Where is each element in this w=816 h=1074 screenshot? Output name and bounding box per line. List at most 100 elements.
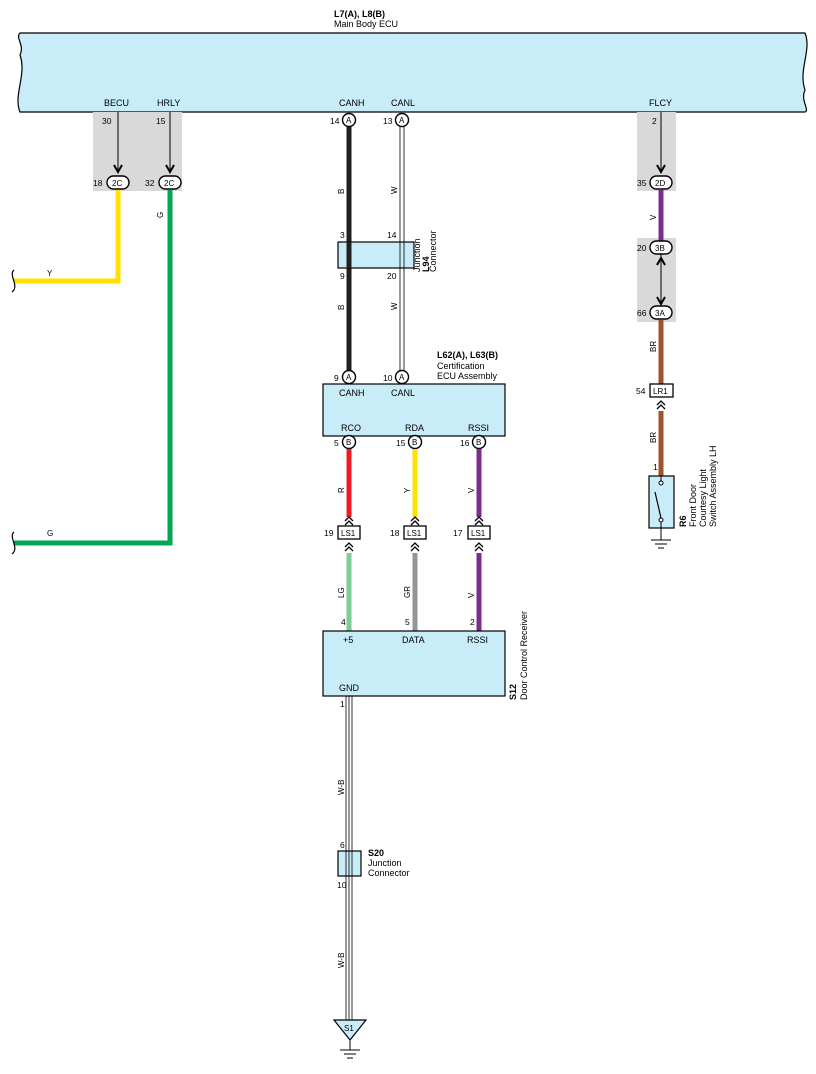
wire-y <box>14 190 121 284</box>
wire-label-v1: V <box>467 487 476 493</box>
recv-name: Door Control Receiver <box>519 611 529 700</box>
term-canl: CANL <box>391 98 415 108</box>
pin-flcy: 2 <box>652 116 657 126</box>
cert-name1: Certification <box>437 361 485 371</box>
ls1-connector-b: LS1 <box>403 525 427 540</box>
cert-name2: ECU Assembly <box>437 371 498 381</box>
recv-pin-rssi: 2 <box>470 617 475 627</box>
wire-label-r: R <box>337 487 346 493</box>
svg-text:2D: 2D <box>655 179 665 188</box>
connector-a-canh-top: A <box>341 112 357 128</box>
svg-text:2C: 2C <box>112 179 122 188</box>
connector-2d: 2D <box>649 175 673 190</box>
door-control-receiver <box>322 630 506 697</box>
wire-label-wb2: W-B <box>337 953 346 968</box>
ls1-pin-c: 17 <box>453 528 463 538</box>
s20-code: S20 <box>368 848 384 858</box>
r6-code: R6 <box>678 515 688 527</box>
cert-pin-canl: 10 <box>383 373 393 383</box>
ls1-connector-a: LS1 <box>337 525 361 540</box>
l94-pin-bl: 9 <box>340 271 345 281</box>
connector-2c-b: 2C <box>158 175 182 190</box>
svg-text:A: A <box>346 116 352 125</box>
svg-text:LS1: LS1 <box>407 529 422 538</box>
pin-canl: 13 <box>383 116 393 126</box>
svg-text:LS1: LS1 <box>471 529 486 538</box>
recv-term-data: DATA <box>402 635 425 645</box>
s20-pin-bot: 10 <box>337 880 347 890</box>
cert-pin-rssi: 16 <box>460 438 470 448</box>
l94-pin-tr: 14 <box>387 230 397 240</box>
term-becu: BECU <box>104 98 129 108</box>
connector-2c-a: 2C <box>106 175 130 190</box>
pin-hrly: 15 <box>156 116 166 126</box>
cert-term-canl: CANL <box>391 388 415 398</box>
s20-name2: Connector <box>368 868 410 878</box>
connector-a-canl-top: A <box>394 112 410 128</box>
pin-becu: 30 <box>102 116 112 126</box>
recv-pin-data: 5 <box>405 617 410 627</box>
wire-label-br1: BR <box>649 341 658 352</box>
svg-text:2C: 2C <box>164 179 174 188</box>
connector-a-canh: A <box>341 369 357 385</box>
wire-label-canh-bot: B <box>337 305 346 310</box>
r6-name1: Front Door <box>688 484 698 527</box>
svg-text:3A: 3A <box>655 309 665 318</box>
connector-b-rda: B <box>407 434 423 450</box>
s20-junction-connector <box>337 850 362 877</box>
pin-canh: 14 <box>330 116 340 126</box>
recv-term-gnd: GND <box>339 683 360 693</box>
wire-label-canl-bot: W <box>390 302 399 310</box>
main-ecu-name: Main Body ECU <box>334 19 398 29</box>
pin-3a: 66 <box>637 308 647 318</box>
svg-text:A: A <box>399 116 405 125</box>
wire-g <box>14 190 173 546</box>
l94-name1: Junction <box>412 238 422 272</box>
r6-name2: Courtesy Light <box>698 468 708 527</box>
svg-text:A: A <box>346 373 352 382</box>
certification-ecu-assembly <box>322 383 506 437</box>
wire-label-y: Y <box>47 269 53 278</box>
term-hrly: HRLY <box>157 98 180 108</box>
connector-b-rco: B <box>341 434 357 450</box>
wire-label-v2: V <box>467 592 476 598</box>
connector-b-rssi: B <box>471 434 487 450</box>
pin-lr1: 54 <box>636 386 646 396</box>
svg-text:S1: S1 <box>344 1024 354 1033</box>
l94-name2: Connector <box>428 230 438 272</box>
l94-pin-br: 20 <box>387 271 397 281</box>
svg-text:LR1: LR1 <box>653 387 668 396</box>
svg-text:3B: 3B <box>655 244 665 253</box>
cert-pin-canh: 9 <box>334 373 339 383</box>
cert-term-rssi: RSSI <box>468 423 489 433</box>
wire-label-gr: GR <box>403 586 412 598</box>
wire-label-wb1: W-B <box>337 780 346 795</box>
connector-3b: 3B <box>649 240 673 255</box>
ls1-connector-c: LS1 <box>467 525 491 540</box>
s20-name1: Junction <box>368 858 402 868</box>
svg-text:B: B <box>346 438 351 447</box>
pin-2c-a: 18 <box>93 178 103 188</box>
recv-pin-5: 4 <box>341 617 346 627</box>
pin-2c-b: 32 <box>145 178 155 188</box>
wire-label-lg: LG <box>337 587 346 598</box>
pin-3b: 20 <box>637 243 647 253</box>
recv-code: S12 <box>508 684 518 700</box>
svg-text:LS1: LS1 <box>341 529 356 538</box>
term-canh: CANH <box>339 98 365 108</box>
wire-label-g-vert: G <box>156 212 165 218</box>
term-flcy: FLCY <box>649 98 672 108</box>
connector-3a: 3A <box>649 305 673 320</box>
cert-term-canh: CANH <box>339 388 365 398</box>
svg-text:A: A <box>399 373 405 382</box>
cert-pin-rco: 5 <box>334 438 339 448</box>
cert-term-rda: RDA <box>405 423 424 433</box>
wire-label-br2: BR <box>649 432 658 443</box>
connector-a-canl: A <box>394 369 410 385</box>
cert-pin-rda: 15 <box>396 438 406 448</box>
s20-pin-top: 6 <box>340 840 345 850</box>
wire-label-g-left: G <box>47 529 53 538</box>
main-body-ecu <box>17 32 808 113</box>
cert-term-rco: RCO <box>341 423 361 433</box>
main-ecu-code: L7(A), L8(B) <box>334 9 385 19</box>
